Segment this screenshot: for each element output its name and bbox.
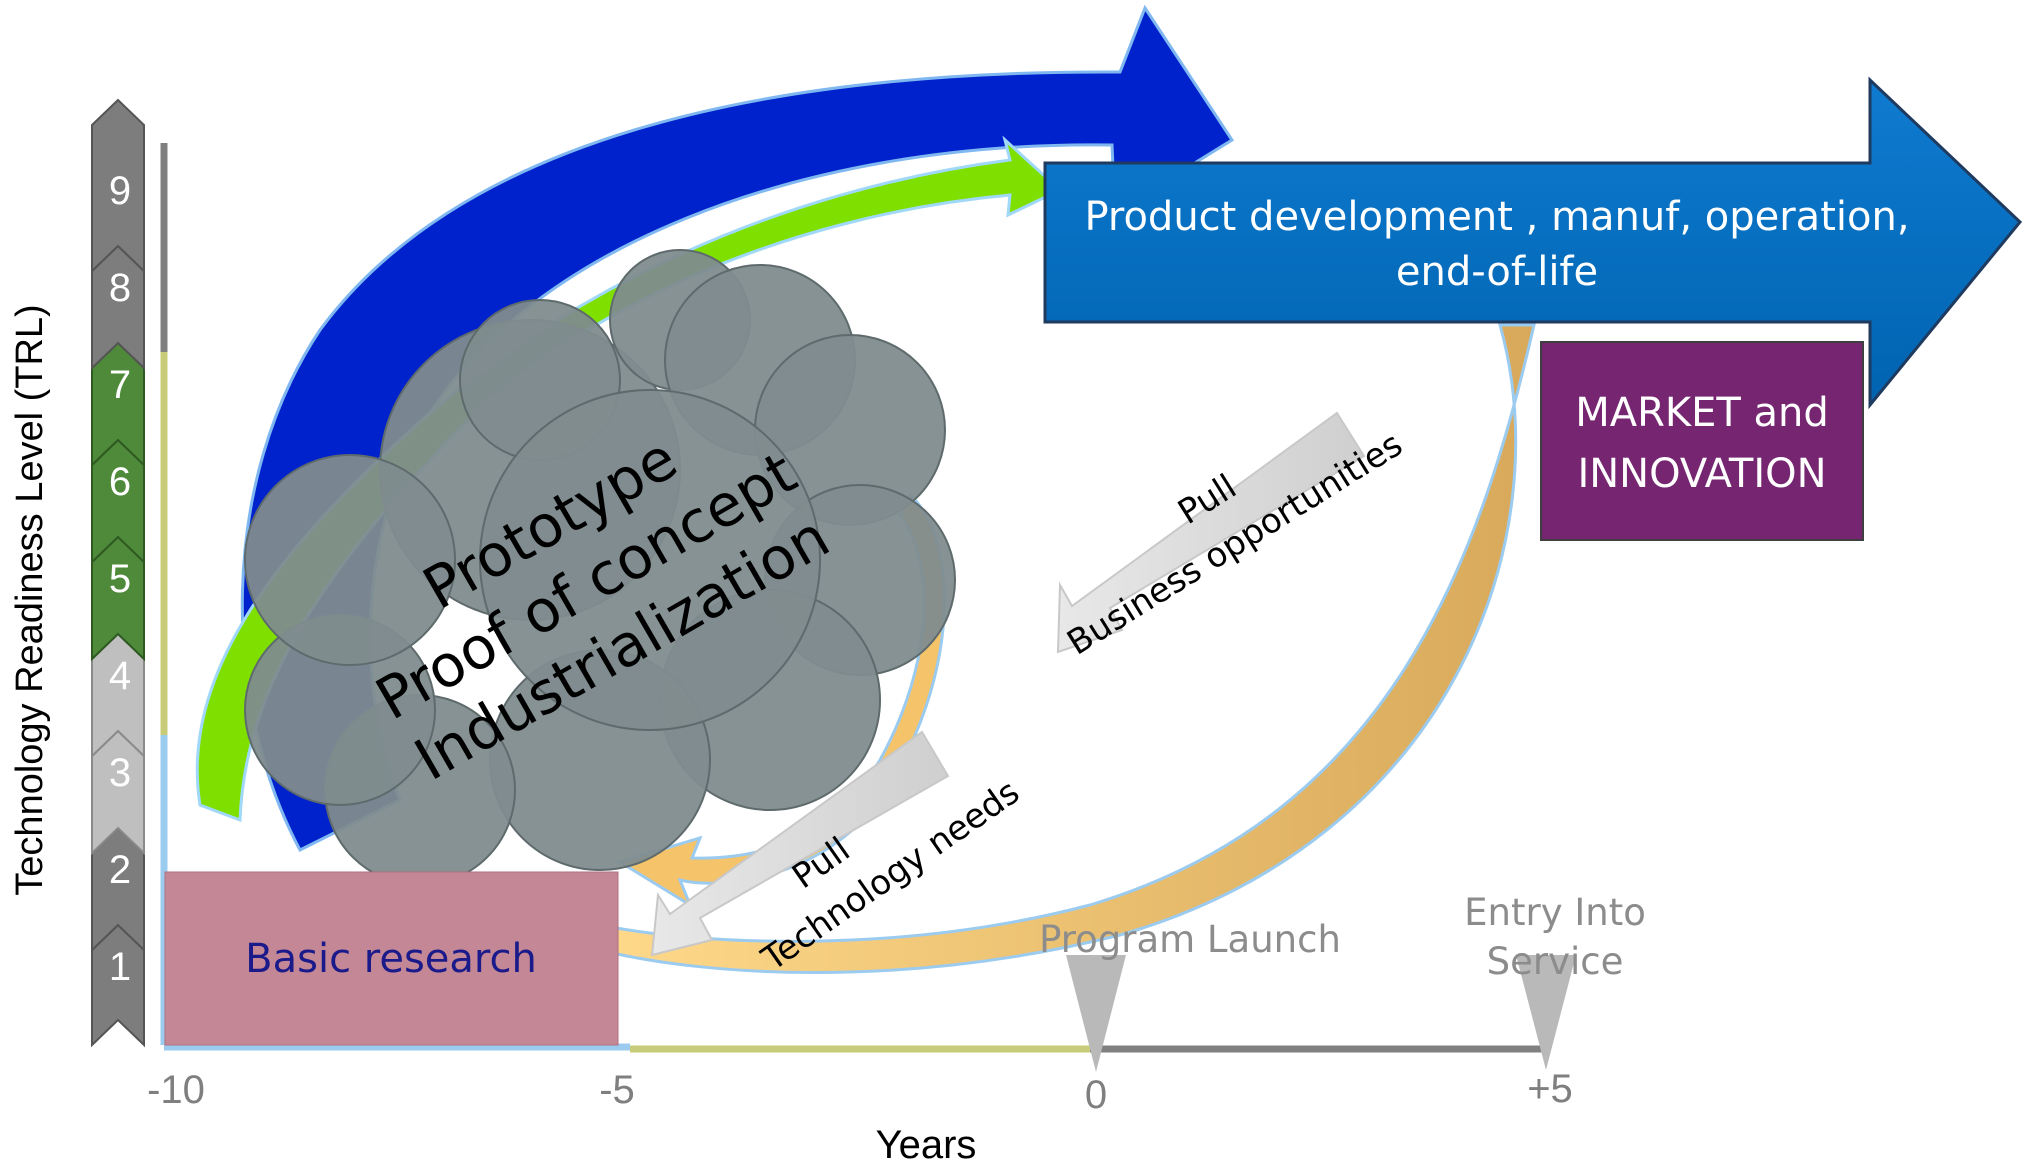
trl-level-8: 8 xyxy=(109,266,131,310)
program-launch-marker xyxy=(1066,955,1126,1072)
program-launch-label: Program Launch xyxy=(1039,918,1341,961)
trl-level-3: 3 xyxy=(109,751,131,795)
trl-level-4: 4 xyxy=(109,654,131,698)
x-tick-minus-5: -5 xyxy=(599,1068,635,1112)
pull-business-line2: Business opportunities xyxy=(1060,424,1409,663)
product-arrow-line2: end-of-life xyxy=(1396,249,1598,295)
product-development-arrow[interactable] xyxy=(1043,76,2023,410)
x-tick-plus-5: +5 xyxy=(1527,1067,1573,1111)
entry-into-service-marker xyxy=(1516,955,1576,1070)
x-axis-label: Years xyxy=(876,1123,977,1167)
trl-axis-label: Technology Readiness Level (TRL) xyxy=(9,304,51,895)
pull-business-arrow xyxy=(1056,411,1366,654)
basic-research-box[interactable] xyxy=(164,871,619,1046)
basic-research-label: Basic research xyxy=(245,936,537,982)
trl-level-2: 2 xyxy=(109,848,131,892)
entry-service-line1: Entry Into xyxy=(1464,891,1646,934)
market-box[interactable] xyxy=(1540,341,1864,541)
product-arrow-line1: Product development , manuf, operation, xyxy=(1084,194,1909,240)
trl-level-6: 6 xyxy=(109,460,131,504)
trl-stack: 1 2 3 4 5 6 7 8 9 xyxy=(91,98,145,1048)
trl-level-1: 1 xyxy=(109,945,131,989)
pull-technology-arrow xyxy=(650,730,950,957)
trl-level-5: 5 xyxy=(109,557,131,601)
trl-level-9-chevron xyxy=(91,98,145,274)
market-line1: MARKET and xyxy=(1575,390,1829,436)
entry-service-line2: Service xyxy=(1487,940,1624,983)
market-line2: INNOVATION xyxy=(1577,451,1826,497)
trl-level-9: 9 xyxy=(109,169,131,213)
x-tick-0: 0 xyxy=(1085,1073,1107,1117)
axis-lines xyxy=(160,143,1545,1053)
x-tick-minus-10: -10 xyxy=(147,1068,205,1112)
prototype-cloud xyxy=(244,249,956,886)
trl-level-7: 7 xyxy=(109,363,131,407)
